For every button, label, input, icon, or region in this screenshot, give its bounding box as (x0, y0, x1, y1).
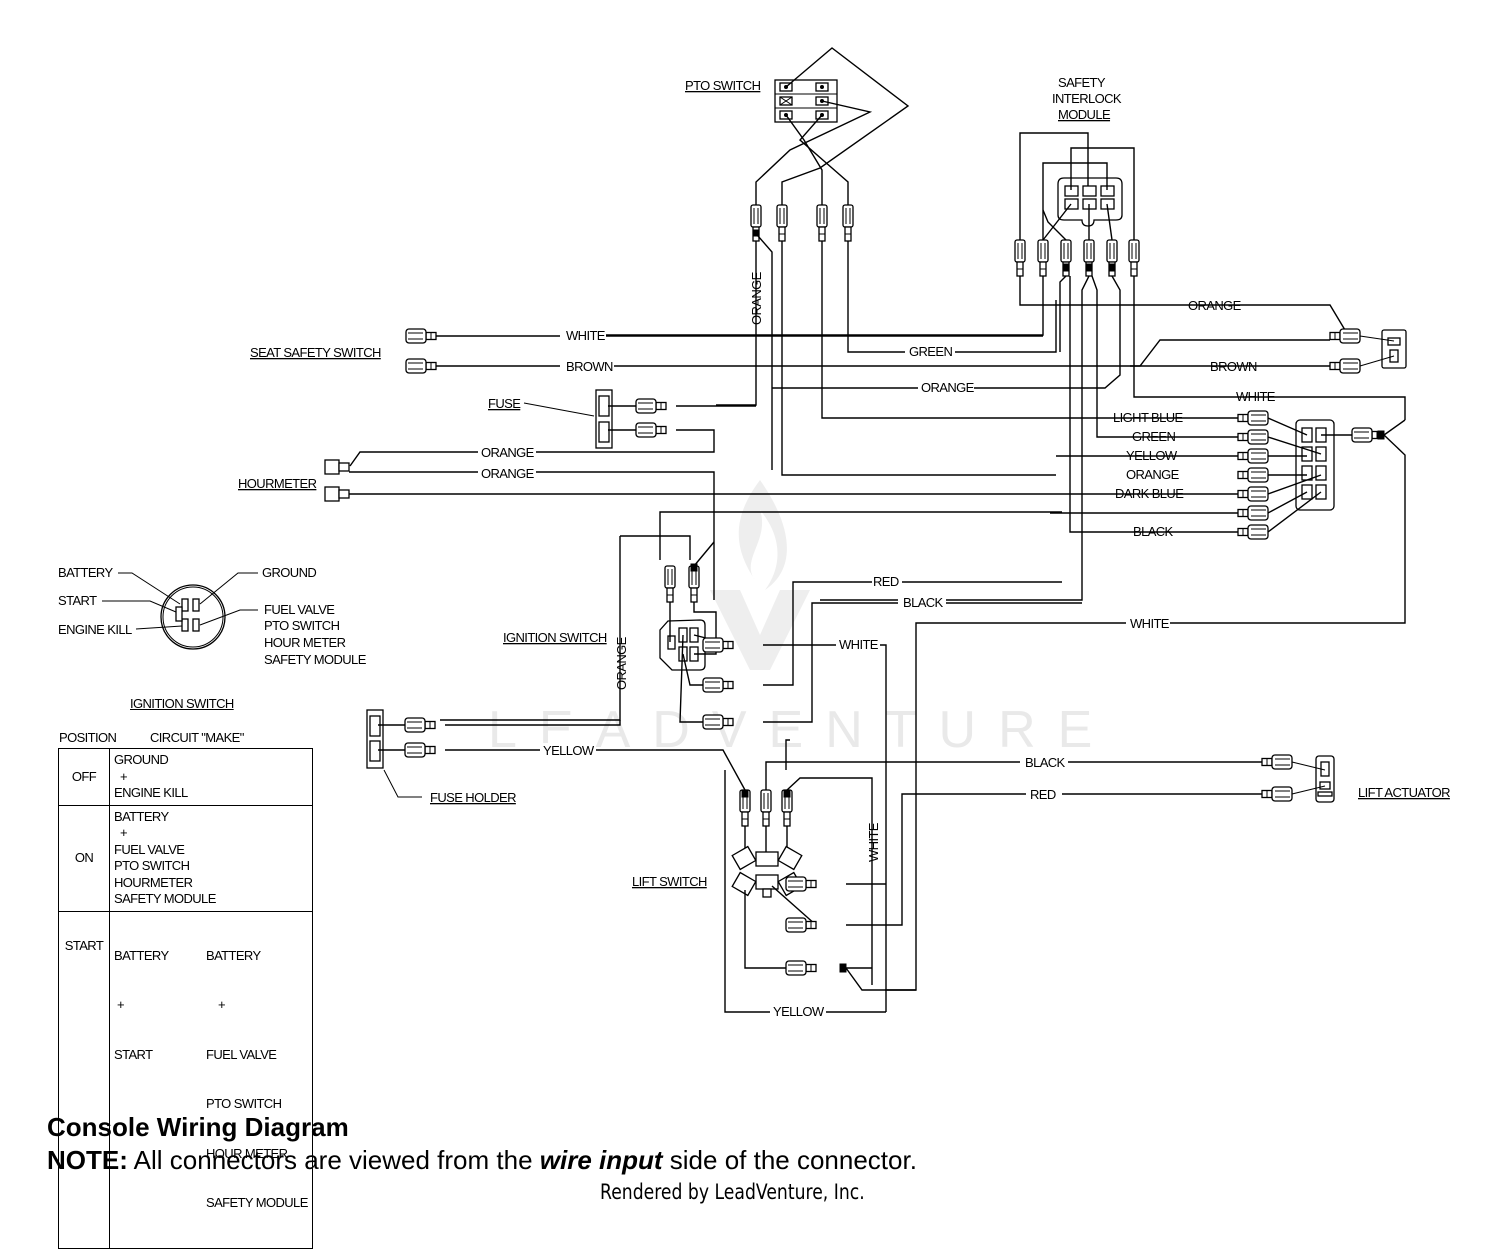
note-text-1: All connectors are viewed from the (127, 1145, 540, 1175)
circuit-line: START (114, 1046, 153, 1062)
circuit-line: SAFETY MODULE (206, 1195, 308, 1210)
circuit-cell: BATTERY + FUEL VALVE PTO SWITCH HOURMETE… (109, 804, 313, 912)
wire-label-red-actuator: RED (1030, 787, 1056, 802)
circuit-line: HOURMETER (114, 874, 193, 890)
circuit-line: SAFETY MODULE (114, 891, 216, 906)
circuit-line: FUEL VALVE (206, 1046, 277, 1062)
fuse-holder (366, 709, 384, 769)
safety-module-label-1: SAFETY (1058, 75, 1106, 90)
wire-label-orange-right: ORANGE (1126, 467, 1180, 482)
safety-module-label-3: MODULE (1058, 107, 1111, 122)
wire-label-yellow-lift: YELLOW (773, 1004, 825, 1019)
ignition-table-header-circuit: CIRCUIT "MAKE" (150, 730, 244, 745)
wire-label-black-right: BLACK (1133, 524, 1174, 539)
terminal-label-safety-module: SAFETY MODULE (264, 652, 367, 667)
lift-actuator-connector (1315, 755, 1335, 803)
terminal-label-engine-kill: ENGINE KILL (58, 622, 132, 637)
circuit-line: PTO SWITCH (114, 858, 190, 873)
terminal-label-hour-meter: HOUR METER (264, 635, 346, 650)
wire-label-orange-hour-2: ORANGE (481, 466, 535, 481)
circuit-line: BATTERY (114, 947, 169, 963)
ignition-switch-label: IGNITION SWITCH (503, 630, 607, 645)
circuit-line: + (114, 825, 128, 840)
pto-switch-label: PTO SWITCH (685, 78, 761, 93)
rendered-by-credit: Rendered by LeadVenture, Inc. (600, 1180, 865, 1204)
fuse-label: FUSE (488, 396, 521, 411)
wire-label-yellow-right: YELLOW (1126, 448, 1178, 463)
note-emphasis: wire input (539, 1145, 663, 1175)
circuit-line: GROUND (114, 752, 169, 767)
circuit-line: + (114, 997, 125, 1012)
wire-label-white-long: WHITE (1130, 616, 1170, 631)
position-cell: START (58, 910, 110, 1249)
lift-actuator-label: LIFT ACTUATOR (1358, 785, 1450, 800)
terminal-label-fuel-valve: FUEL VALVE (264, 602, 335, 617)
ignition-table-title: IGNITION SWITCH (130, 696, 234, 711)
circuit-line: PTO SWITCH (206, 1096, 282, 1111)
circuit-line: FUEL VALVE (114, 841, 185, 857)
terminal-label-battery: BATTERY (58, 565, 113, 580)
wire-label-orange-module: ORANGE (1188, 298, 1242, 313)
ignition-table-header-position: POSITION (59, 730, 117, 745)
wiring-diagram: PTO SWITCH ORANGE SAFETY INTERLOCK MODUL… (58, 47, 1451, 1019)
table-row: START BATTERY + START BATTERY + FUEL VAL… (58, 910, 313, 1249)
wire-label-white-right: WHITE (1236, 389, 1276, 404)
diagram-note: NOTE: All connectors are viewed from the… (47, 1145, 917, 1176)
wire-label-dark-blue: DARK BLUE (1115, 486, 1184, 501)
wire-label-yellow-fuse: YELLOW (543, 743, 595, 758)
wire-label-red-ign: RED (873, 574, 899, 589)
wire-label-green-right: GREEN (1132, 429, 1175, 444)
seat-safety-switch-label: SEAT SAFETY SWITCH (250, 345, 381, 360)
note-text-2: side of the connector. (662, 1145, 917, 1175)
wire-label-light-blue: LIGHT BLUE (1113, 410, 1184, 425)
terminal-label-ground: GROUND (262, 565, 316, 580)
lift-switch-label: LIFT SWITCH (632, 874, 707, 889)
circuit-line: + (206, 997, 226, 1012)
seat-switch-connector (1359, 329, 1407, 369)
wire-label-orange-pto: ORANGE (749, 271, 764, 325)
circuit-cell: GROUND + ENGINE KILL (109, 748, 313, 806)
circuit-line: + (114, 768, 128, 784)
note-prefix: NOTE: (47, 1145, 128, 1175)
fuse-holder-label: FUSE HOLDER (430, 790, 516, 805)
safety-interlock-module (1057, 177, 1123, 227)
wire-label-green-mid: GREEN (909, 344, 952, 359)
wire-label-white-ign: WHITE (839, 637, 879, 652)
wire-label-orange-mid: ORANGE (921, 380, 975, 395)
circuit-line: HOUR METER (206, 1145, 288, 1161)
wire-label-black-ign: BLACK (903, 595, 944, 610)
pto-switch (774, 79, 838, 123)
position-cell: ON (58, 804, 110, 912)
wire-label-white-lift: WHITE (866, 822, 881, 862)
table-row: OFF GROUND + ENGINE KILL (58, 748, 313, 806)
table-row: ON BATTERY + FUEL VALVE PTO SWITCH HOURM… (58, 804, 313, 912)
safety-module-label-2: INTERLOCK (1052, 91, 1122, 106)
circuit-line: ENGINE KILL (114, 785, 188, 800)
hourmeter-label: HOURMETER (238, 476, 317, 491)
fuse (595, 389, 613, 449)
terminal-label-pto-switch: PTO SWITCH (264, 618, 340, 633)
wire-label-white-seat: WHITE (566, 328, 606, 343)
terminal-label-start: START (58, 593, 97, 608)
wire-label-orange-hour-1: ORANGE (481, 445, 535, 460)
position-cell: OFF (58, 748, 110, 806)
wire-label-black-actuator: BLACK (1025, 755, 1066, 770)
circuit-cell: BATTERY + START BATTERY + FUEL VALVE PTO… (109, 910, 313, 1249)
diagram-title: Console Wiring Diagram (47, 1112, 349, 1142)
wire-label-brown-right: BROWN (1210, 359, 1257, 374)
circuit-line: BATTERY (114, 808, 169, 824)
wire-label-brown-seat: BROWN (566, 359, 613, 374)
ignition-switch-terminal-view (160, 584, 226, 650)
circuit-line: BATTERY (206, 947, 261, 963)
ignition-switch-table: OFF GROUND + ENGINE KILL ON BATTERY + FU… (58, 748, 313, 1249)
wire-label-orange-ign: ORANGE (614, 636, 629, 690)
